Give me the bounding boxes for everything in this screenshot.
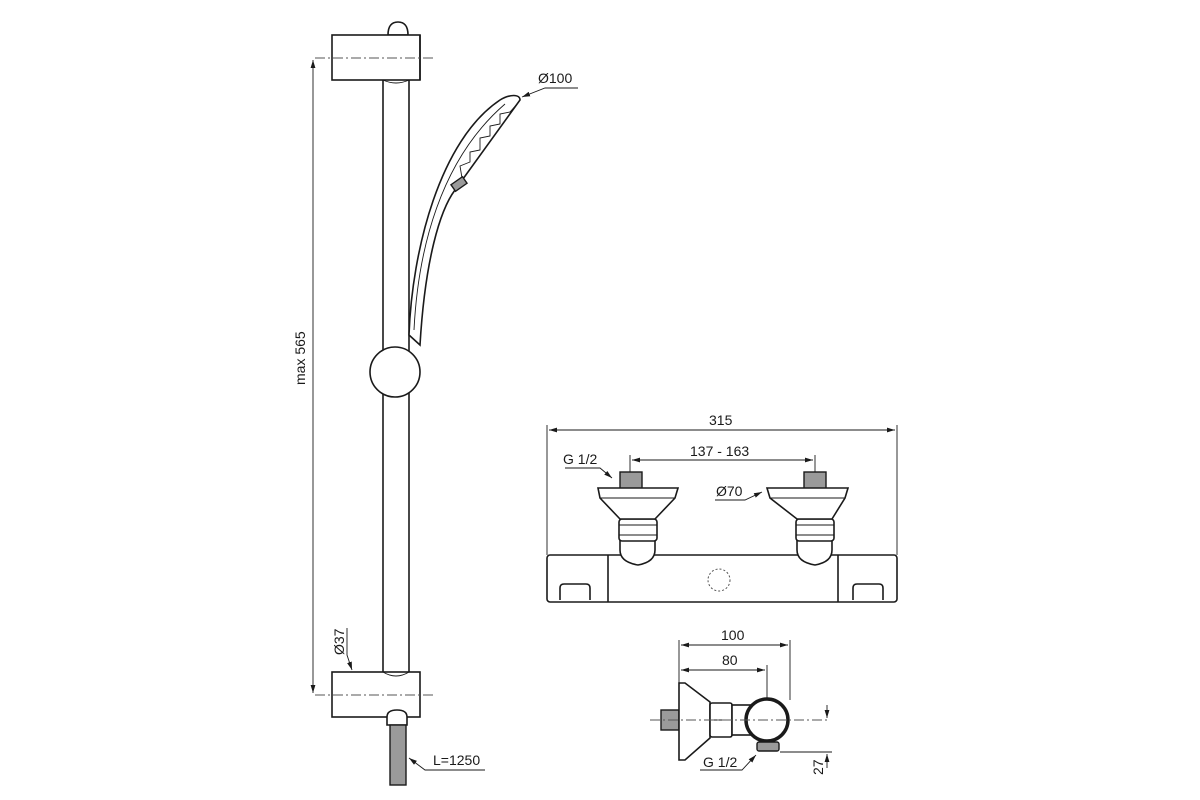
top-bracket-joint — [382, 79, 410, 84]
top-bracket — [331, 34, 421, 81]
right-inlet-nut — [795, 518, 835, 542]
outlet-circle — [707, 568, 731, 592]
hose — [389, 724, 407, 786]
shower-rail-view — [310, 21, 578, 786]
flange-diameter-leader — [715, 491, 763, 501]
overall-width-label: 315 — [709, 412, 733, 428]
handshower-diameter-label: Ø100 — [538, 70, 572, 86]
thermostat-body — [546, 554, 898, 603]
hose-length-leader — [408, 757, 485, 771]
depth-axis-label: 80 — [722, 652, 738, 668]
bottom-bracket-joint — [382, 671, 410, 677]
left-inlet-elbow — [619, 539, 656, 566]
outlet-offset-label: 27 — [810, 759, 826, 775]
left-inlet-flange — [597, 487, 680, 520]
hose-length-label: L=1250 — [433, 752, 480, 768]
top-knob — [387, 21, 409, 36]
thermostat-side-view — [650, 640, 832, 771]
inlet-thread-label: G 1/2 — [563, 451, 597, 467]
left-handle-grip — [559, 583, 591, 600]
flange-diameter-label: Ø70 — [716, 483, 743, 499]
hose-connector — [386, 709, 408, 726]
rail-height-label: max 565 — [292, 331, 308, 385]
handshower — [408, 94, 521, 347]
handshower-spray-face — [454, 103, 518, 187]
left-inlet-nut — [618, 518, 658, 542]
handshower-diameter-leader — [521, 87, 578, 98]
depth-total-label: 100 — [721, 627, 745, 643]
handshower-inner-line — [413, 103, 506, 331]
left-inlet-thread — [619, 471, 643, 490]
outlet-thread-label: G 1/2 — [703, 754, 737, 770]
slider — [369, 346, 421, 398]
rail-diameter-leader — [346, 628, 353, 671]
handshower-button — [449, 175, 469, 193]
right-handle-grip — [852, 583, 884, 600]
side-outlet — [756, 741, 780, 752]
inlet-thread-leader — [565, 467, 613, 479]
outlet-thread-leader — [700, 754, 757, 771]
right-inlet-elbow — [796, 539, 833, 566]
right-inlet-flange — [765, 487, 850, 520]
bottom-bracket — [331, 671, 421, 718]
left-inlet — [597, 471, 680, 566]
thermostat-front-view — [546, 425, 898, 603]
right-inlet — [765, 471, 850, 566]
right-inlet-thread — [803, 471, 827, 490]
inlet-spacing-label: 137 - 163 — [690, 443, 749, 459]
side-flange — [678, 682, 711, 761]
rail-diameter-label: Ø37 — [331, 628, 347, 655]
